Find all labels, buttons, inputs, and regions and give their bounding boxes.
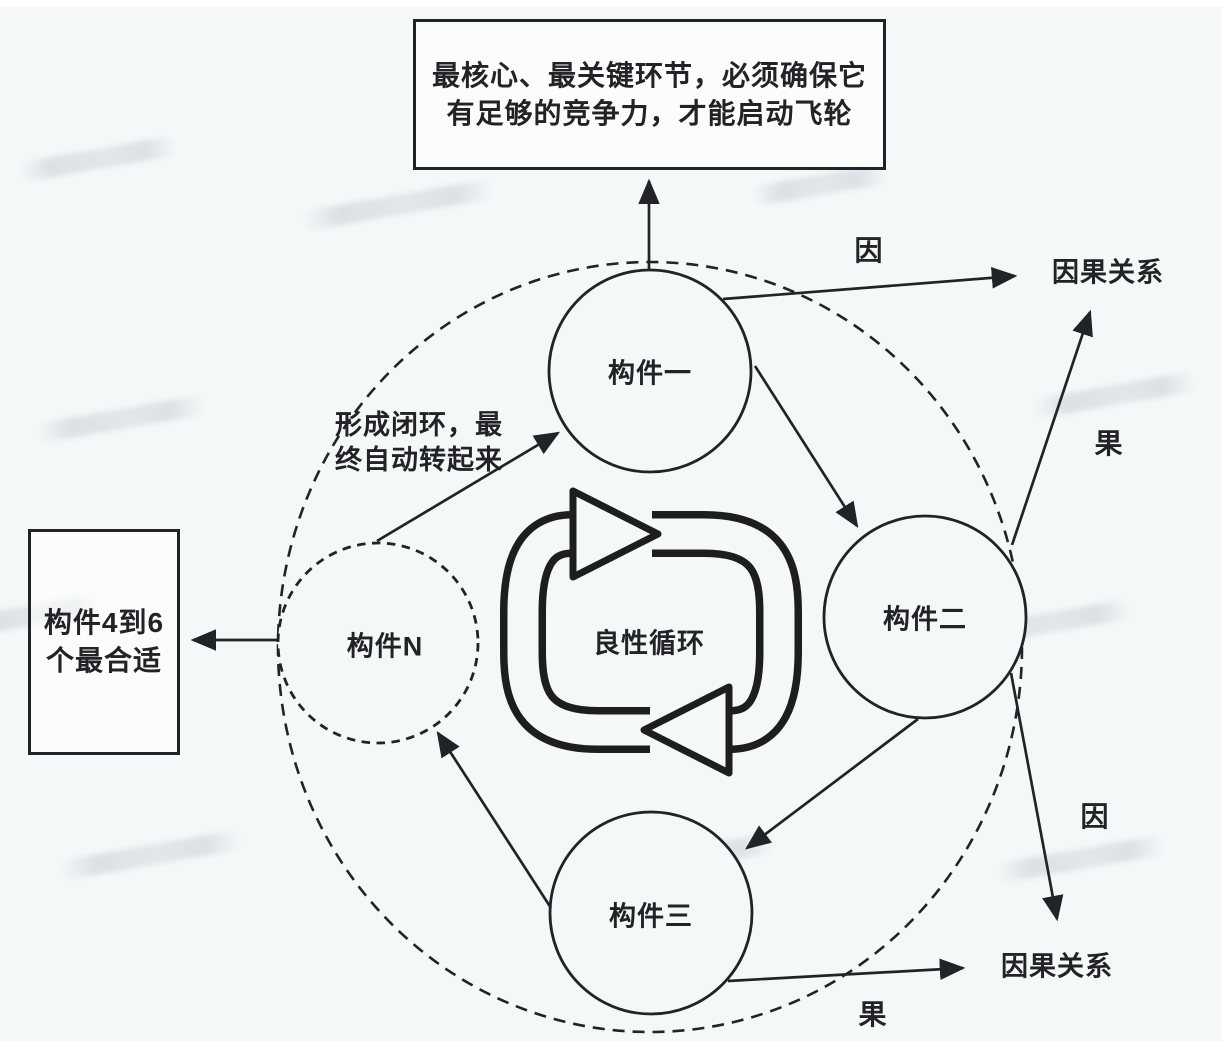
- node3-circle: [548, 810, 754, 1016]
- left-note-box: 构件4到6 个最合适: [28, 529, 180, 755]
- effect-label-top: 果: [1094, 428, 1124, 459]
- arrow-node1-to-node2: [753, 365, 859, 529]
- arrow-node2-to-node3: [745, 717, 919, 850]
- node1-circle: [547, 268, 753, 474]
- closed-loop-note-line2: 终自动转起来: [335, 445, 503, 475]
- closed-loop-note-line1: 形成闭环，最: [335, 410, 503, 440]
- cause-label-top: 因: [854, 235, 884, 266]
- node2-circle: [822, 514, 1028, 720]
- cycle-arrowhead-top: [569, 487, 662, 581]
- top-note-line2: 有足够的竞争力，才能启动飞轮: [446, 97, 853, 129]
- node1-label: 构件一: [608, 358, 692, 389]
- node2-label: 构件二: [883, 604, 967, 635]
- nodeN-label: 构件N: [346, 631, 424, 662]
- cycle-arrowhead-bottom: [640, 683, 733, 777]
- left-note-line1: 构件4到6: [43, 607, 165, 638]
- arrow-cause-to-causality-top: [722, 267, 1018, 301]
- arrow-nodeN-to-node1: [376, 431, 561, 543]
- top-note-box: 最核心、最关键环节，必须确保它 有足够的竞争力，才能启动飞轮: [413, 19, 886, 170]
- cycle-label: 良性循环: [593, 628, 705, 659]
- causality-label-bottom: 因果关系: [1001, 951, 1113, 982]
- arrow-effect-to-causality-top: [1010, 309, 1093, 546]
- arrow-effect-to-causality-bottom: [727, 958, 966, 983]
- left-note-line2: 个最合适: [45, 645, 162, 676]
- arrow-cause-to-causality-bottom: [1009, 672, 1064, 922]
- top-note-line1: 最核心、最关键环节，必须确保它: [431, 59, 867, 91]
- cycle-icon: [500, 487, 802, 777]
- diagram-canvas: [190, 178, 1093, 1034]
- cause-label-bottom: 因: [1080, 801, 1110, 832]
- causality-label-top: 因果关系: [1052, 257, 1164, 288]
- closed-loop-note: 形成闭环，最 终自动转起来: [318, 408, 520, 478]
- nodeN-dashed-circle: [276, 541, 480, 745]
- node3-label: 构件三: [609, 901, 693, 932]
- arrow-node3-to-nodeN: [436, 730, 553, 909]
- effect-label-bottom: 果: [858, 999, 888, 1030]
